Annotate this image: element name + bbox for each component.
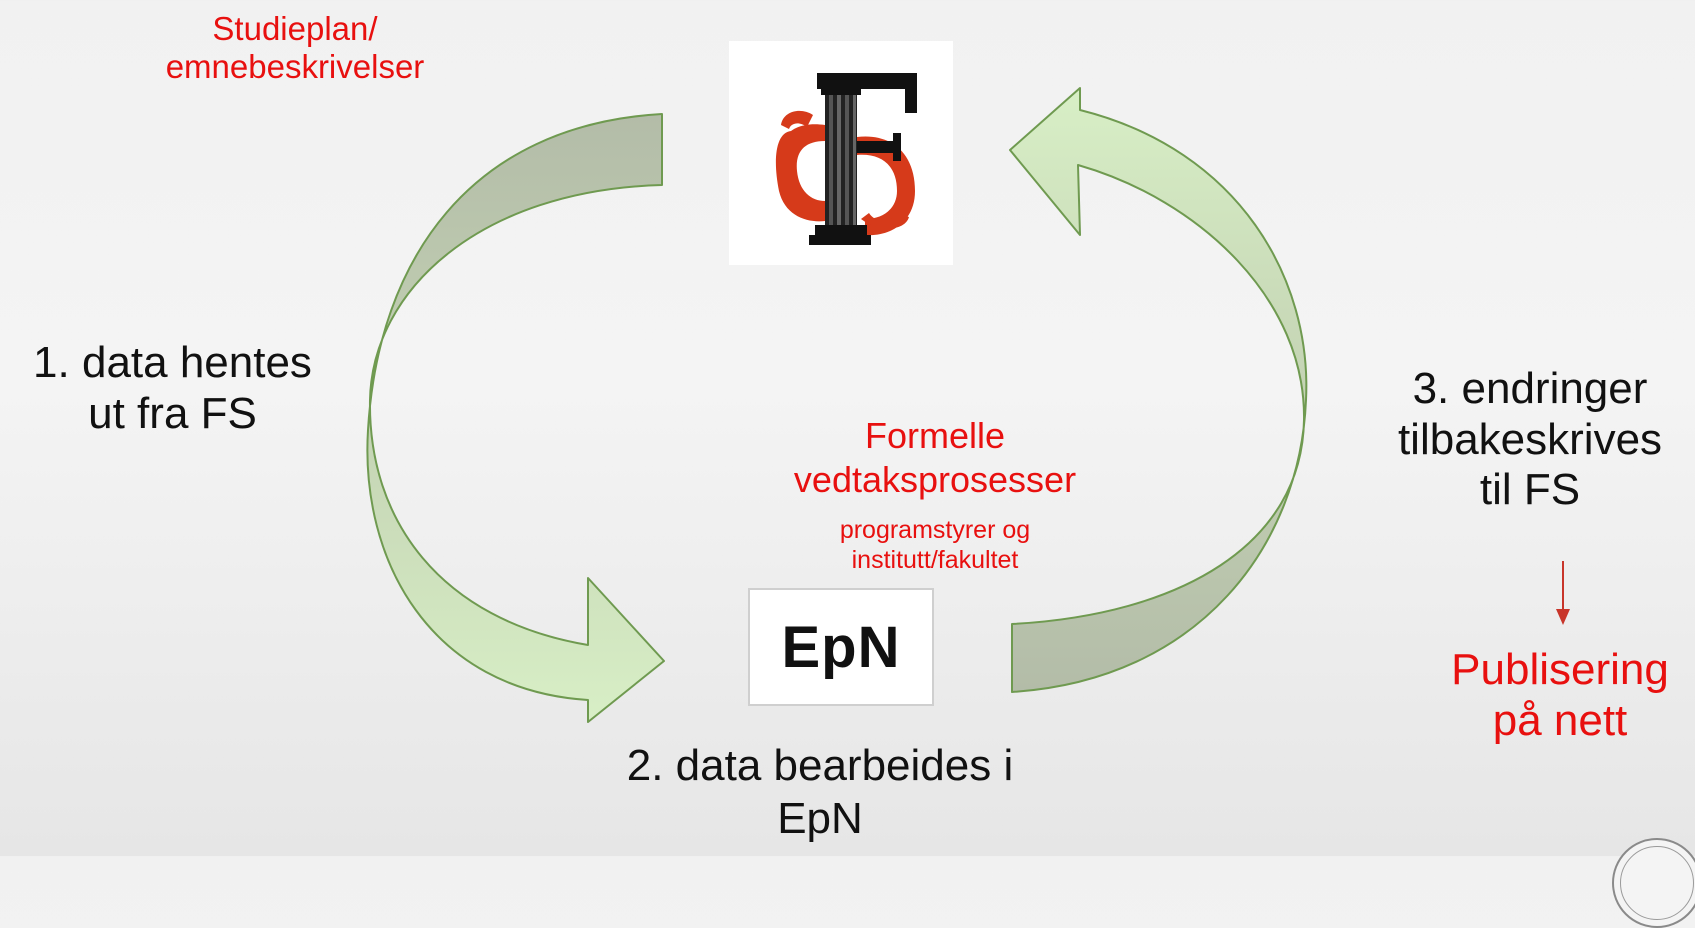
label-step-3: 3. endringer tilbakeskrives til FS xyxy=(1397,364,1663,515)
epn-logo: EpN xyxy=(748,588,934,706)
label-step-2: 2. data bearbeides i EpN xyxy=(626,741,1014,843)
fs-logo-graphic xyxy=(775,73,917,245)
label-studieplan: Studieplan/ emnebeskrivelser xyxy=(165,10,425,85)
arrow-write-back-to-fs xyxy=(1009,87,1308,693)
university-seal-logo xyxy=(1612,838,1695,928)
arrow-down-icon xyxy=(1556,561,1570,625)
label-step-1: 1. data hentes ut fra FS xyxy=(33,338,312,438)
label-formelle: Formelle vedtaksprosesser xyxy=(793,415,1077,500)
seal-ring xyxy=(1620,846,1694,920)
cycle-arrows xyxy=(366,87,1308,723)
arrow-fetch-from-fs xyxy=(366,113,665,723)
fs-logo xyxy=(729,41,953,265)
label-publisering: Publisering på nett xyxy=(1451,645,1669,745)
label-formelle-sub: programstyrer og institutt/fakultet xyxy=(839,516,1031,574)
epn-logo-text: EpN xyxy=(781,614,901,680)
